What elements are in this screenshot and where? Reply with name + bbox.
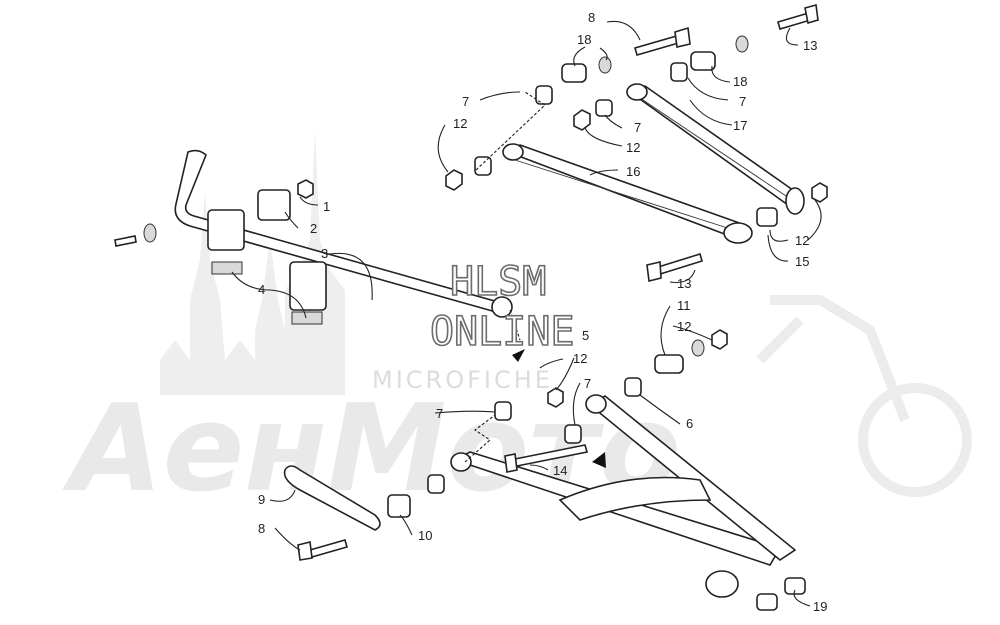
upper-a-arm [445,3,828,282]
callout-6: 6 [686,416,693,431]
callout-5: 5 [582,328,589,343]
callout-labels: 8 18 13 18 7 12 7 7 12 17 16 1 2 3 4 12 … [258,10,827,614]
callout-9: 9 [258,492,265,507]
callout-12-mid-right: 12 [677,319,691,334]
watermark-motorcycle [756,295,972,497]
watermark-center: HLSM ONLINE MICROFICHE [372,258,575,394]
callout-2: 2 [310,221,317,236]
callout-7-upper-right: 7 [739,94,746,109]
callout-3: 3 [321,246,328,261]
callout-12-right-upper: 12 [795,233,809,248]
callout-18-top-right: 18 [733,74,747,89]
callout-13-top-right: 13 [803,38,817,53]
callout-7-center: 7 [584,376,591,391]
callout-1: 1 [323,199,330,214]
callout-18-top-left: 18 [577,32,591,47]
callout-13-mid: 13 [677,276,691,291]
callout-4: 4 [258,282,265,297]
callout-15: 15 [795,254,809,269]
lower-a-arm [283,309,806,611]
callout-16: 16 [626,164,640,179]
callout-17: 17 [733,118,747,133]
callout-19: 19 [813,599,827,614]
watermark-skyline [160,130,345,395]
callout-8-bottom: 8 [258,521,265,536]
callout-10: 10 [418,528,432,543]
svg-text:ONLINE: ONLINE [430,309,575,355]
callout-leaders [231,20,822,607]
callout-7-lower-left: 7 [436,406,443,421]
callout-12-upper-left: 12 [453,116,467,131]
callout-12-center: 12 [573,351,587,366]
callout-14: 14 [553,463,567,478]
callout-12-upper-mid: 12 [626,140,640,155]
svg-text:HLSM: HLSM [450,259,546,305]
callout-11: 11 [677,298,691,313]
callout-7-upper-left: 7 [462,94,469,109]
svg-text:MICROFICHE: MICROFICHE [372,366,553,394]
callout-7-upper-mid: 7 [634,120,641,135]
callout-8-top: 8 [588,10,595,25]
sway-bar [114,149,513,325]
